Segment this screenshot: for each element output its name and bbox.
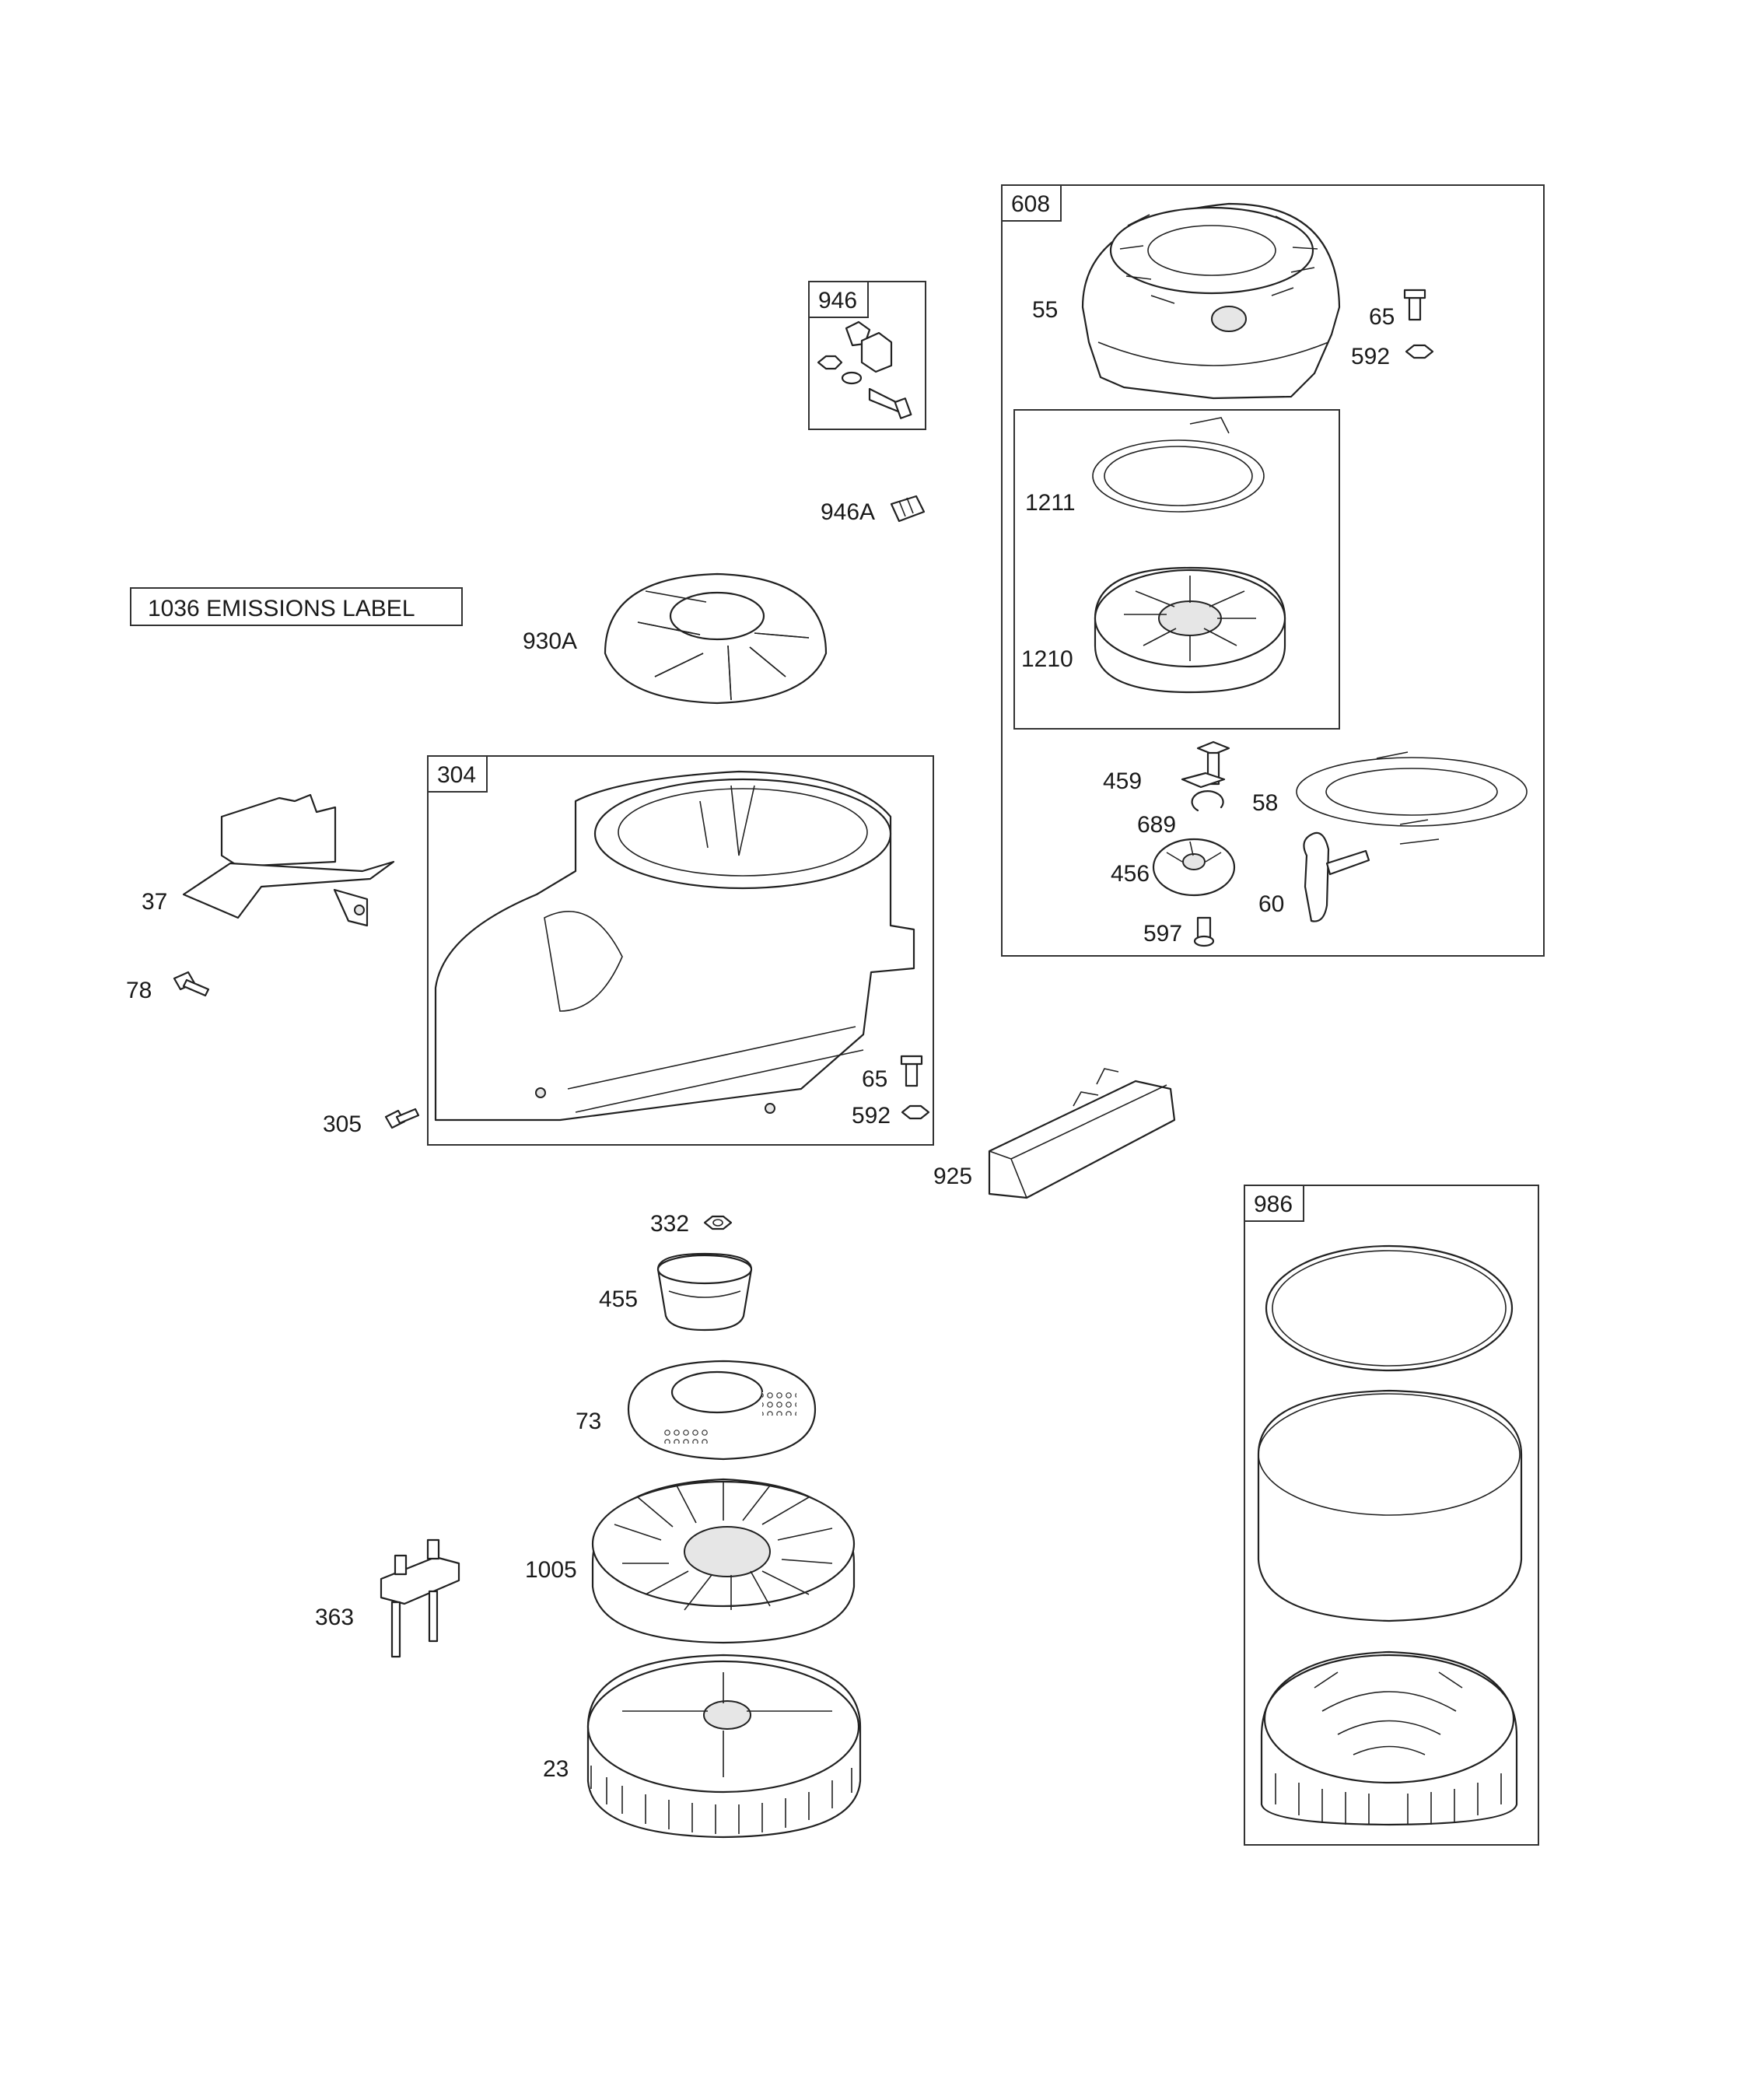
part-946-bracket-kit xyxy=(817,320,912,419)
group-tag-946: 946 xyxy=(818,288,857,313)
part-37-air-guide xyxy=(182,793,395,927)
callout-305: 305 xyxy=(323,1111,362,1137)
callout-1210: 1210 xyxy=(1021,646,1073,672)
callout-930A: 930A xyxy=(523,628,577,654)
callout-55: 55 xyxy=(1032,297,1058,323)
callout-592-upper: 592 xyxy=(1351,344,1390,369)
group-tag-986: 986 xyxy=(1254,1192,1293,1217)
callout-946A: 946A xyxy=(821,499,875,525)
part-1211-rewind-spring xyxy=(1092,417,1265,513)
group-tag-304: 304 xyxy=(437,762,476,788)
group-tag-608: 608 xyxy=(1011,191,1050,217)
callout-65-upper: 65 xyxy=(1369,304,1395,330)
callout-363: 363 xyxy=(315,1605,354,1630)
callout-332: 332 xyxy=(650,1211,689,1237)
callout-597: 597 xyxy=(1143,921,1182,947)
part-332-nut xyxy=(703,1215,733,1230)
callout-73: 73 xyxy=(576,1409,601,1434)
part-455-starter-cup xyxy=(656,1252,753,1332)
part-304-blower-housing xyxy=(434,770,915,1122)
group-box-986 xyxy=(1244,1185,1539,1846)
callout-78: 78 xyxy=(126,978,152,1003)
part-73-rotating-screen xyxy=(627,1360,817,1461)
part-986-foam-element xyxy=(1257,1389,1523,1622)
callout-459: 459 xyxy=(1103,768,1142,794)
callout-60: 60 xyxy=(1258,891,1284,917)
callout-689: 689 xyxy=(1137,812,1176,838)
emissions-label-text: 1036 EMISSIONS LABEL xyxy=(148,596,415,621)
part-925-pad xyxy=(988,1068,1176,1199)
callout-65-lower: 65 xyxy=(862,1066,887,1092)
part-78-screw xyxy=(173,971,210,997)
group-box-608 xyxy=(1001,184,1545,957)
part-930A-screen xyxy=(604,572,828,705)
part-1210-pulley xyxy=(1094,566,1286,694)
callout-37: 37 xyxy=(142,889,167,915)
part-65-screw-lower xyxy=(900,1055,923,1087)
part-459-pawl xyxy=(1181,740,1230,789)
part-305-screw xyxy=(384,1108,420,1129)
callout-925: 925 xyxy=(933,1164,972,1189)
part-689-clip xyxy=(1191,790,1224,812)
group-box-304 xyxy=(427,755,934,1146)
part-60-starter-handle xyxy=(1303,831,1370,922)
callout-455: 455 xyxy=(599,1286,638,1312)
part-58-starter-rope xyxy=(1296,751,1528,845)
subgroup-box-rewind-spring xyxy=(1013,409,1340,730)
part-363-bracket xyxy=(380,1538,460,1658)
callout-1211: 1211 xyxy=(1025,490,1076,516)
part-456-ratchet xyxy=(1152,838,1236,897)
callout-58: 58 xyxy=(1252,790,1278,816)
part-23-flywheel xyxy=(586,1654,862,1839)
part-986-seal-ring xyxy=(1265,1244,1514,1372)
callout-456: 456 xyxy=(1111,861,1150,887)
part-55-starter-housing xyxy=(1081,202,1341,400)
part-1005-fan xyxy=(591,1478,856,1644)
part-946A-sleeve xyxy=(890,495,926,523)
callout-1005: 1005 xyxy=(525,1557,577,1583)
part-592-nut-lower xyxy=(901,1104,930,1120)
part-986-filter-housing xyxy=(1260,1650,1518,1826)
emissions-label-box xyxy=(130,587,463,626)
group-tag-box-946 xyxy=(808,281,869,318)
part-592-nut-upper xyxy=(1405,344,1434,359)
part-597-screw xyxy=(1193,916,1215,947)
group-tag-box-986 xyxy=(1244,1185,1304,1222)
group-tag-box-608 xyxy=(1001,184,1062,222)
group-tag-box-304 xyxy=(427,755,488,793)
callout-592-lower: 592 xyxy=(852,1103,891,1129)
callout-23: 23 xyxy=(543,1756,569,1782)
part-65-screw-upper xyxy=(1403,289,1426,321)
